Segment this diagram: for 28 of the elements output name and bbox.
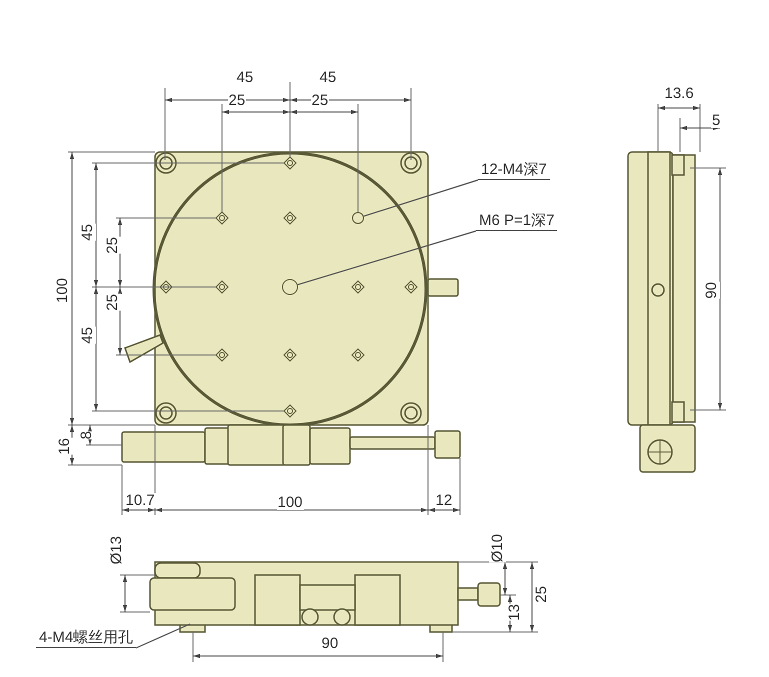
dimension-label: 100 <box>54 278 70 303</box>
callout-text: 4-M4螺丝用孔 <box>36 630 136 648</box>
dimension-label: 25 <box>104 236 120 254</box>
dimension-label: 25 <box>104 294 120 310</box>
dimension-label: 25 <box>228 92 246 108</box>
dimension-label: 45 <box>78 224 96 240</box>
dimension-label: 10.7 <box>124 492 156 508</box>
dimension-label: 8 <box>78 431 94 440</box>
dimension-label: 12 <box>434 492 454 508</box>
dimension-label: 45 <box>236 70 254 84</box>
dimension-label: 13 <box>506 604 522 620</box>
leader-line <box>297 230 476 286</box>
dimension-label: 25 <box>310 92 330 108</box>
dimension-label: 45 <box>318 70 338 84</box>
dimension-label: 25 <box>532 586 550 602</box>
dimension-label: 90 <box>320 636 340 650</box>
dimension-label: 45 <box>78 326 96 344</box>
dimension-label: 16 <box>56 438 72 454</box>
leader-line <box>364 179 478 217</box>
dimension-label: 100 <box>276 494 304 510</box>
dimension-label: 90 <box>702 282 720 298</box>
dimension-label: 5 <box>711 112 722 128</box>
dimension-label: Ø10 <box>488 534 506 562</box>
dimension-label: Ø13 <box>108 536 124 564</box>
callout-text: M6 P=1深7 <box>476 213 558 231</box>
dimension-label: 13.6 <box>664 86 695 100</box>
callout-text: 12-M4深7 <box>478 162 550 180</box>
leader-line <box>136 623 190 649</box>
